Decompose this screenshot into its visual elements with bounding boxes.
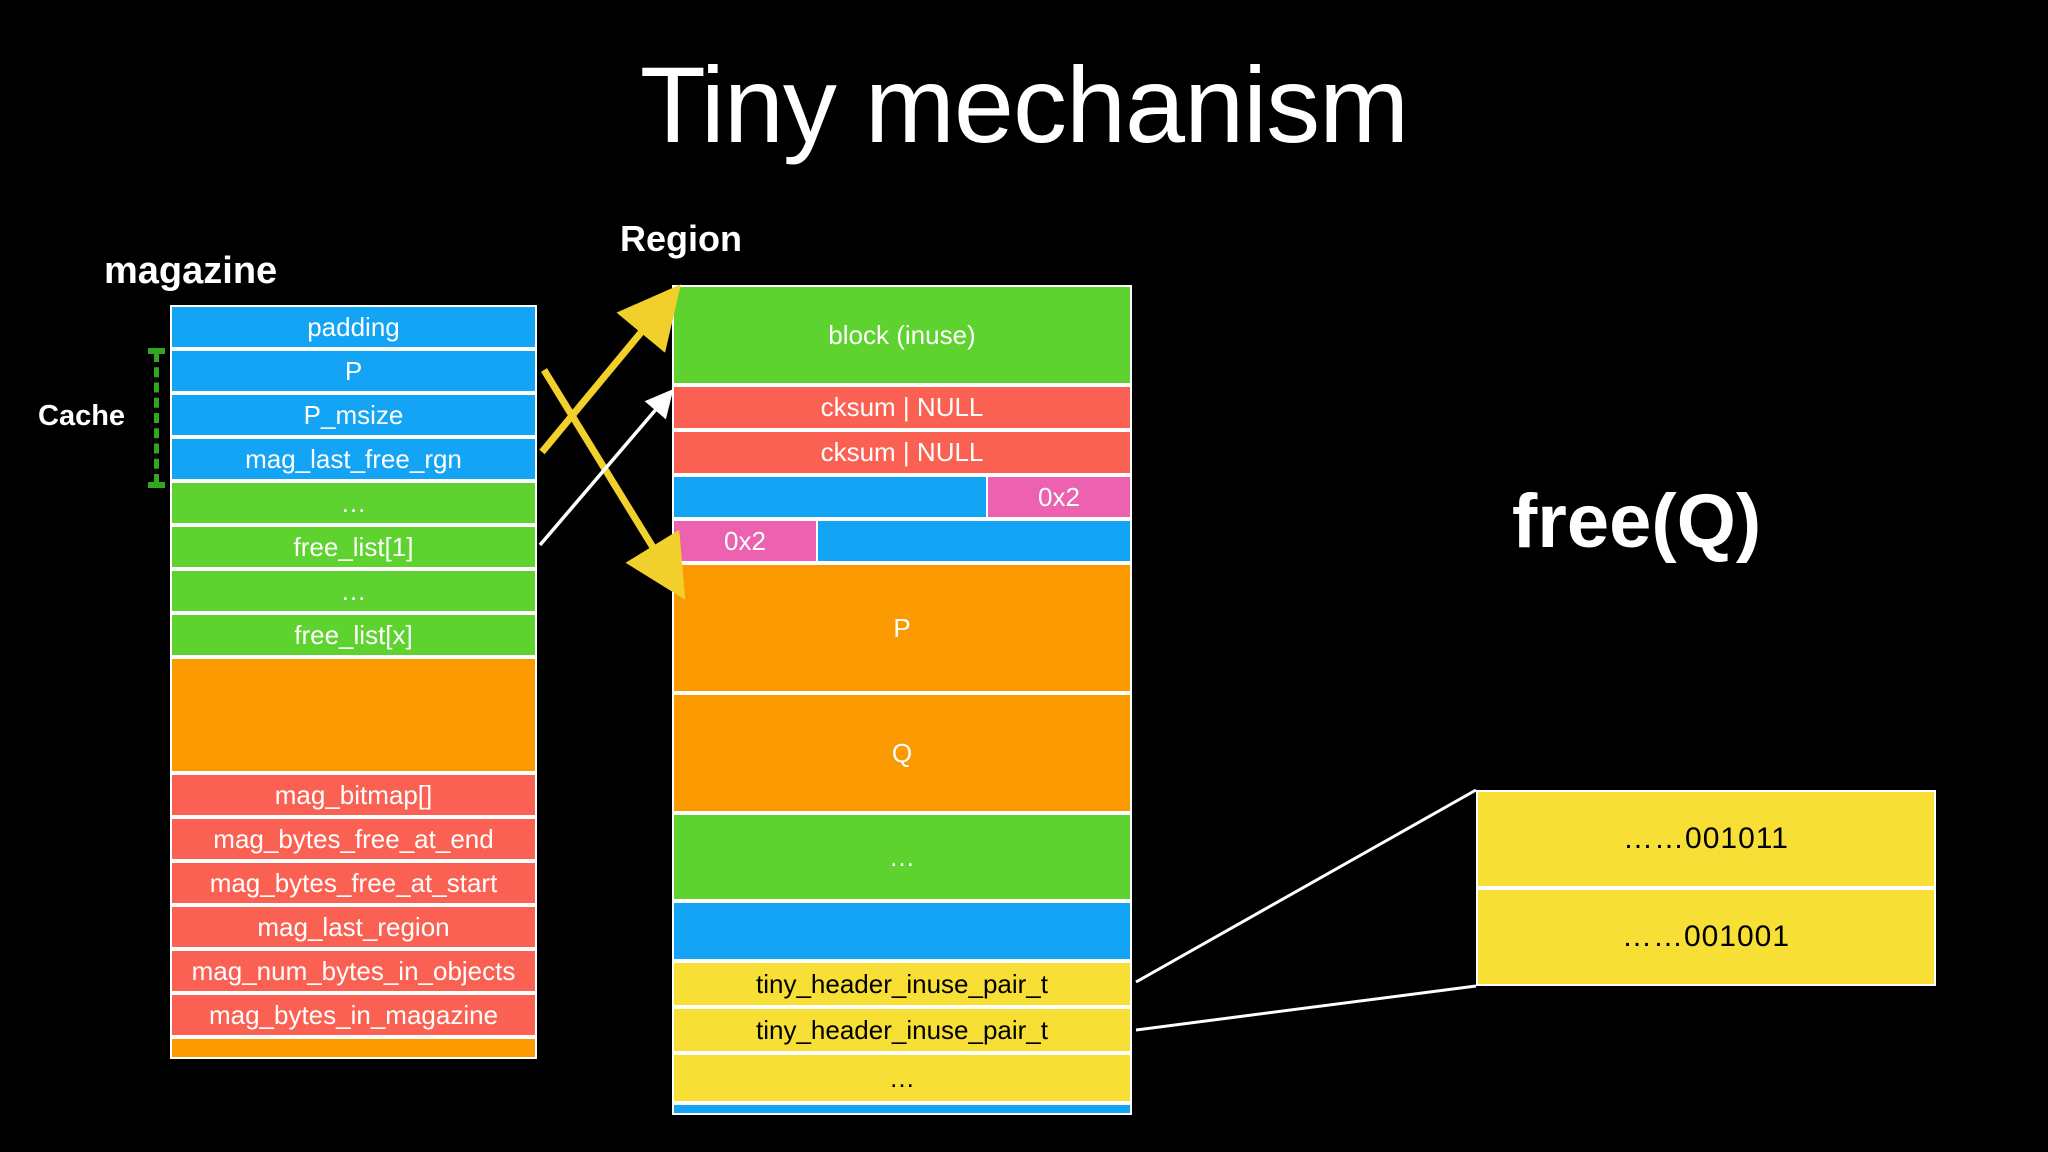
- region-row-label: cksum | NULL: [820, 437, 984, 467]
- magazine-row-label: P: [344, 355, 363, 386]
- region-row: [672, 901, 1132, 961]
- magazine-row: mag_bytes_free_at_end: [170, 817, 537, 861]
- free-call-label: free(Q): [1512, 479, 1762, 564]
- region-row: Q: [672, 693, 1132, 813]
- region-row-label: block (inuse): [828, 319, 976, 350]
- region-row-label: tiny_header_inuse_pair_t: [756, 968, 1048, 999]
- arrow-p-to-region-block: [541, 368, 686, 600]
- callout-row-label: ……001001: [1621, 920, 1791, 953]
- magazine-row: P: [170, 349, 537, 393]
- magazine-row-label: mag_bytes_free_at_end: [213, 823, 494, 854]
- callout-row: ……001001: [1476, 888, 1936, 986]
- magazine-row: [170, 657, 537, 773]
- magazine-column-title: magazine: [104, 250, 278, 292]
- arrow-maglastfreergn-to-region: [539, 284, 681, 455]
- magazine-row: mag_last_region: [170, 905, 537, 949]
- callout-row: ……001011: [1476, 790, 1936, 888]
- magazine-row-label: free_list[1]: [293, 531, 414, 562]
- magazine-row: …: [170, 481, 537, 525]
- region-row-label: P: [893, 612, 911, 643]
- region-row-badge: 0x2: [672, 519, 818, 563]
- region-row: 0x2: [672, 475, 1132, 519]
- page-title: Tiny mechanism: [639, 44, 1409, 165]
- magazine-row-label: mag_bitmap[]: [274, 779, 433, 810]
- region-row-label: …: [889, 1062, 915, 1093]
- region-row-badge: 0x2: [986, 475, 1132, 519]
- magazine-row: mag_num_bytes_in_objects: [170, 949, 537, 993]
- region-column-title: Region: [620, 218, 742, 259]
- region-row: 0x2: [672, 519, 1132, 563]
- region-row: tiny_header_inuse_pair_t: [672, 1007, 1132, 1053]
- cache-bracket-stem: [154, 352, 159, 484]
- region-row: [672, 1103, 1132, 1115]
- magazine-row: P_msize: [170, 393, 537, 437]
- magazine-row: mag_bytes_in_magazine: [170, 993, 537, 1037]
- callout-row-label: ……001011: [1623, 822, 1789, 855]
- region-row: …: [672, 1053, 1132, 1103]
- region-row-label: tiny_header_inuse_pair_t: [756, 1014, 1048, 1045]
- magazine-row-label: padding: [307, 311, 400, 342]
- magazine-row: mag_bytes_free_at_start: [170, 861, 537, 905]
- region-row-label: Q: [891, 737, 913, 768]
- magazine-row-label: P_msize: [303, 399, 404, 430]
- region-row: P: [672, 563, 1132, 693]
- callout-leader-bottom: [1135, 984, 1477, 1032]
- cache-label: Cache: [38, 400, 126, 432]
- cache-bracket-bottom-cap: [148, 482, 165, 488]
- magazine-row: free_list[1]: [170, 525, 537, 569]
- magazine-row-label: mag_last_free_rgn: [245, 443, 462, 474]
- arrow-freelist-to-cksum: [538, 389, 674, 547]
- region-row: cksum | NULL: [672, 385, 1132, 430]
- magazine-row-label: mag_num_bytes_in_objects: [191, 955, 516, 986]
- magazine-row-label: …: [340, 487, 367, 518]
- cache-bracket-top-cap: [148, 348, 165, 354]
- magazine-row: mag_last_free_rgn: [170, 437, 537, 481]
- magazine-row-label: mag_bytes_free_at_start: [209, 867, 498, 898]
- cache-bracket: [148, 348, 165, 488]
- region-row: tiny_header_inuse_pair_t: [672, 961, 1132, 1007]
- magazine-row: [170, 1037, 537, 1059]
- region-row-label: cksum | NULL: [820, 392, 984, 422]
- region-row: …: [672, 813, 1132, 901]
- magazine-row-label: free_list[x]: [294, 619, 413, 650]
- magazine-row: mag_bitmap[]: [170, 773, 537, 817]
- magazine-row-label: mag_last_region: [257, 911, 450, 942]
- magazine-row: free_list[x]: [170, 613, 537, 657]
- magazine-row-label: mag_bytes_in_magazine: [208, 999, 499, 1030]
- bitmap-callout: ……001011 ……001001: [1476, 790, 1936, 986]
- region-row: block (inuse): [672, 285, 1132, 385]
- region-row-label: …: [889, 841, 915, 872]
- magazine-row: padding: [170, 305, 537, 349]
- magazine-row-label: …: [340, 575, 367, 606]
- callout-leader-top: [1135, 788, 1477, 984]
- region-row: cksum | NULL: [672, 430, 1132, 475]
- magazine-row: …: [170, 569, 537, 613]
